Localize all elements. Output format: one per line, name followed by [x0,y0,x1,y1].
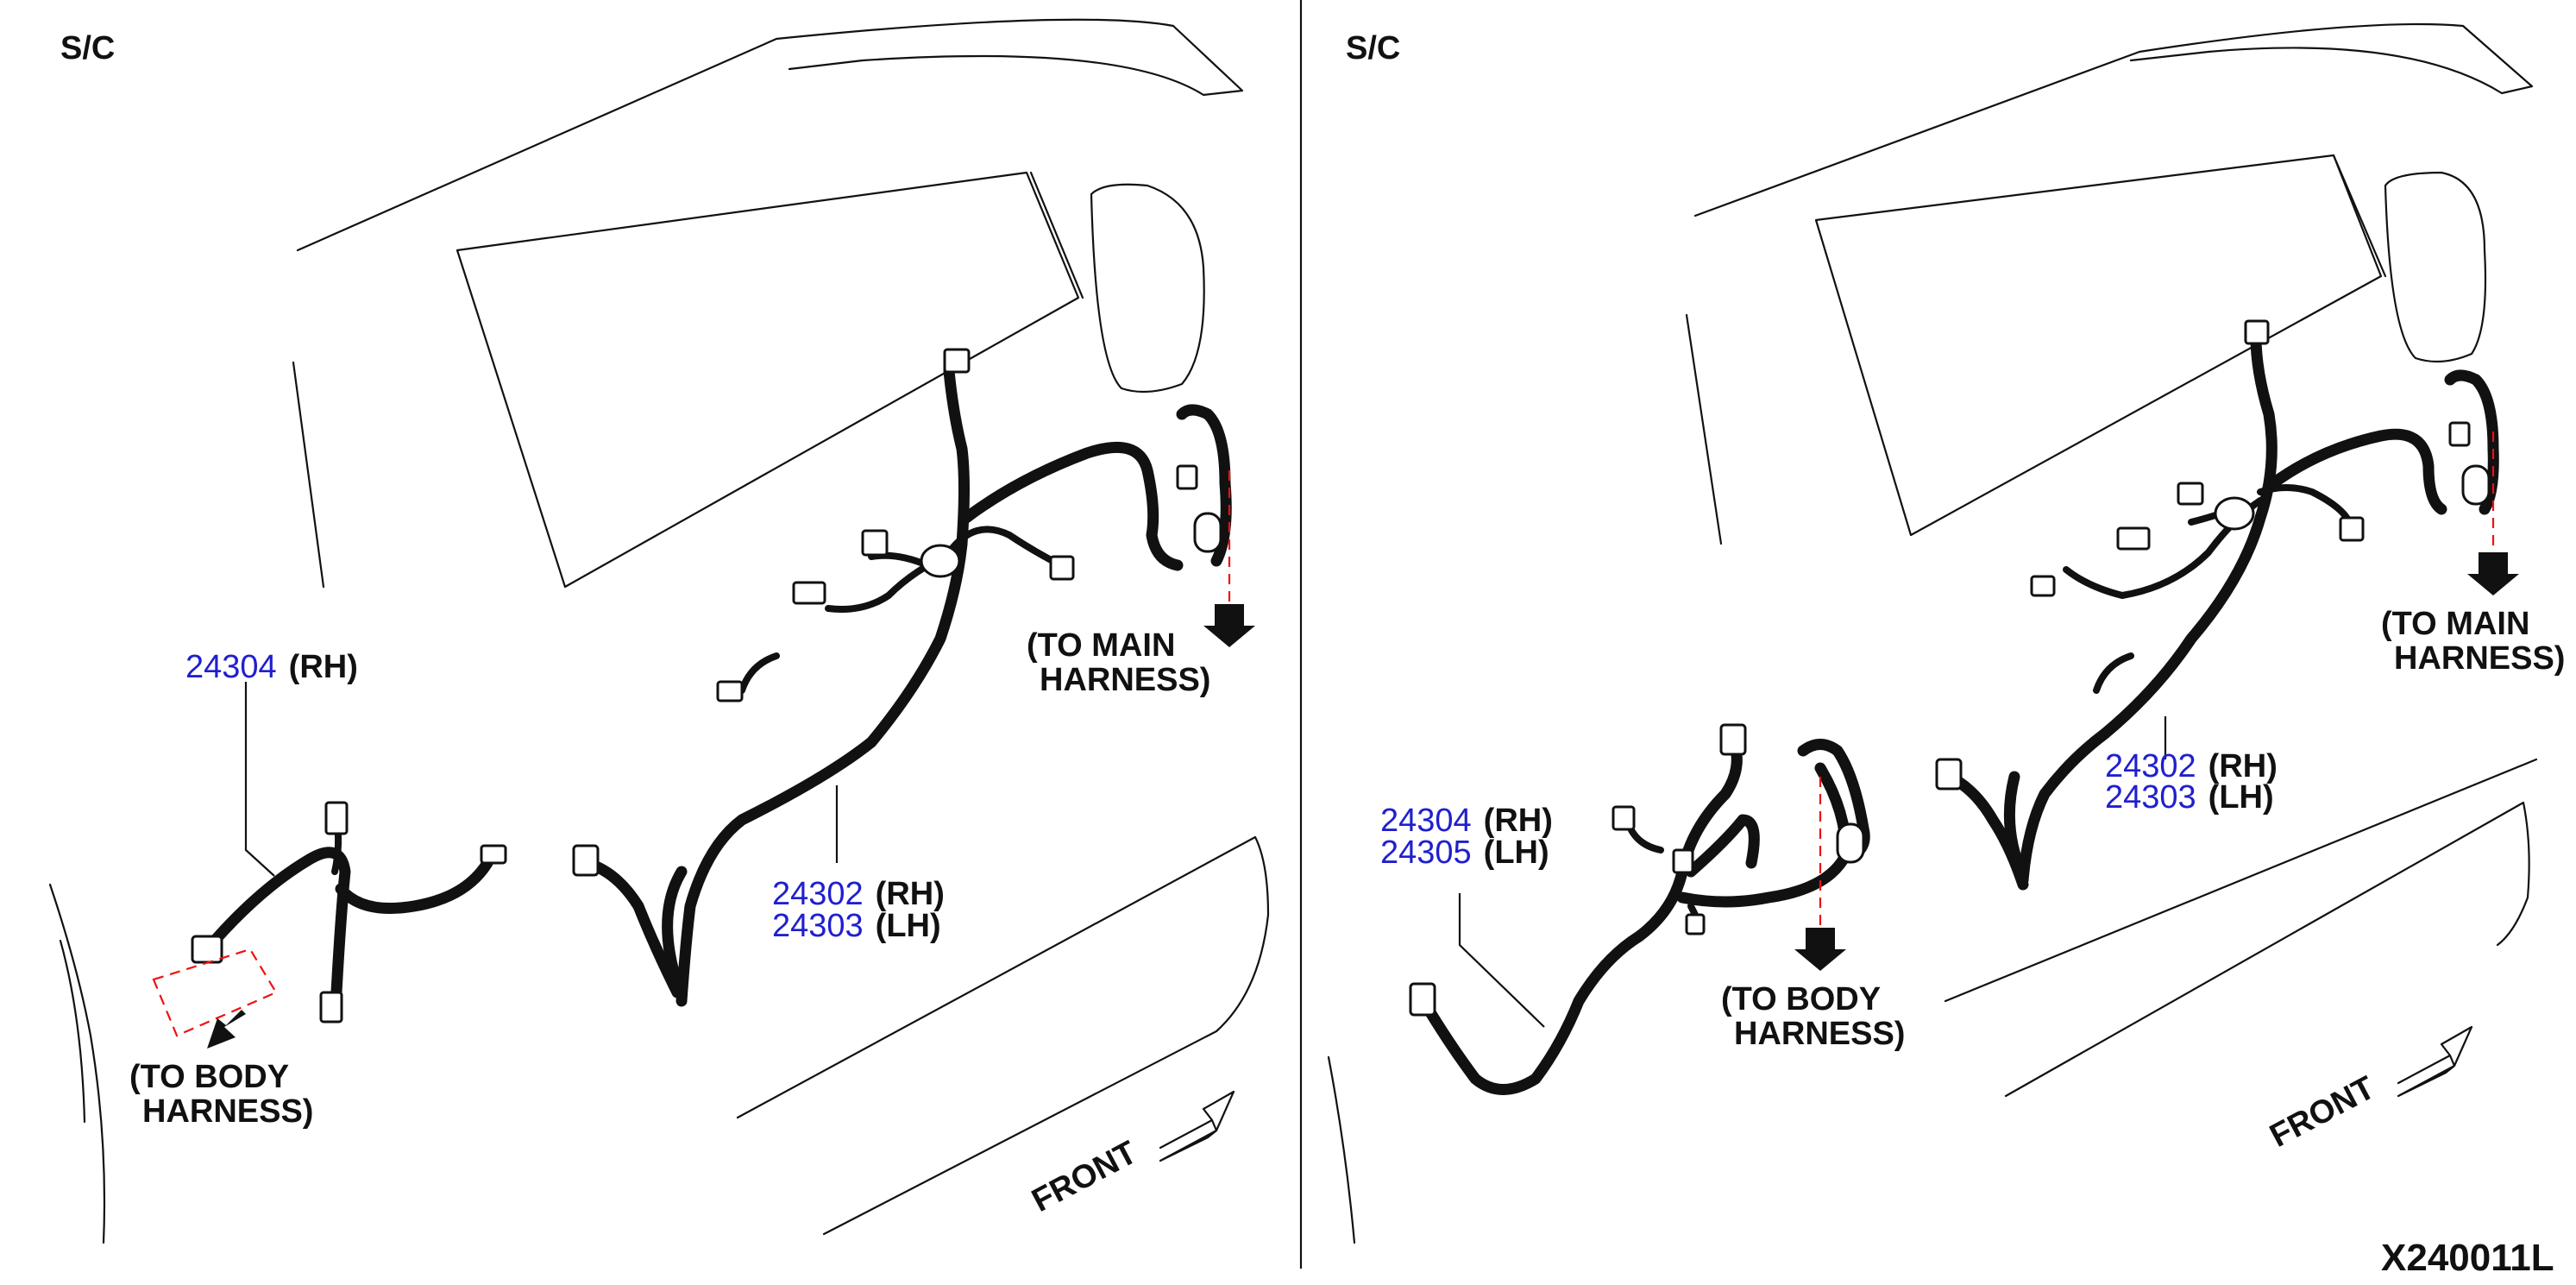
connector-icon [572,844,600,877]
front-arrow-icon [2397,1025,2473,1098]
vehicle-body-outline [48,18,1270,1244]
grommet-icon [2461,464,2491,506]
part-label-sub-rh: 24304(RH) [1380,803,1553,839]
connector-icon [319,991,343,1024]
harness-sub-left [191,801,507,1024]
grommet-icon [1176,404,1232,567]
part-label-main-rh: 24302(RH) [2105,748,2278,784]
arrow-down-icon [1203,604,1255,647]
arrow-down-icon [2467,552,2519,595]
part-label-sub-rh: 24304(RH) [185,649,358,685]
diagram-code: X240011L [2381,1237,2554,1279]
connector-icon [1935,758,1963,791]
corner-label: S/C [60,30,115,66]
connector-icon [1176,464,1198,490]
vehicle-body-outline [1327,22,2538,1244]
part-label-main-lh: 24303(LH) [2105,779,2274,816]
leader-line [1458,893,1545,1028]
connector-icon [2448,421,2471,447]
front-label: FRONT [1027,1134,1143,1219]
connector-icon [480,844,507,865]
connector-icon [2244,319,2270,345]
leader-line [244,682,275,877]
front-label: FRONT [2265,1069,2381,1155]
connector-icon [191,935,223,964]
connector-icon [1612,805,1636,831]
part-label-main-rh: 24302(RH) [772,876,945,912]
connector-icon [324,801,349,835]
harness-main-right [1935,319,2499,891]
connector-icon [716,680,744,702]
grommet-icon [920,544,961,578]
grommet-icon [2444,369,2499,515]
arrow-down-icon [1794,928,1846,971]
panel-left: S/C [48,18,1270,1244]
grommet-icon [2214,496,2255,531]
connector-icon [2339,516,2365,542]
panel-right: S/C [1327,22,2565,1279]
connector-icon [2116,526,2151,551]
arrow-down-left-icon [207,1010,246,1049]
dashed-guide [152,948,278,1037]
connector-icon [1719,723,1747,756]
connector-icon [861,529,889,557]
corner-label: S/C [1346,30,1400,66]
harness-sub-right [1409,723,1870,1095]
connector-icon [2030,575,2056,597]
connector-icon [943,348,971,374]
front-arrow-icon [1159,1090,1235,1162]
connector-icon [1409,982,1436,1017]
part-label-main-lh: 24303(LH) [772,908,941,944]
connector-icon [1049,555,1075,581]
connector-icon [1685,913,1706,935]
harness-main-left [572,348,1232,1007]
connector-icon [2177,482,2204,506]
connector-icon [1672,848,1694,874]
grommet-icon [1836,822,1865,864]
grommet-icon [1193,512,1222,553]
part-label-sub-lh: 24305(LH) [1380,835,1549,871]
connector-icon [792,581,826,605]
